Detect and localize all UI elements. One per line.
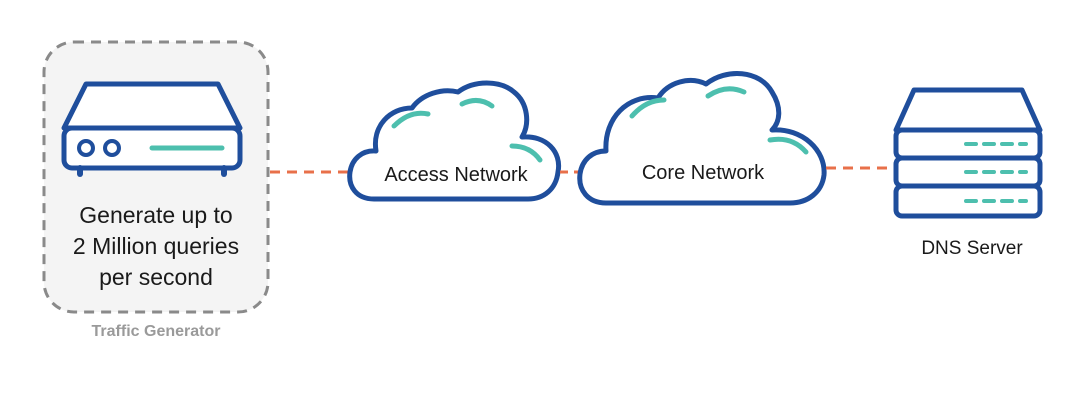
core-network-cloud-icon	[577, 71, 827, 206]
description-line: Generate up to	[79, 202, 233, 228]
access-network-label: Access Network	[384, 164, 528, 186]
traffic-generator-description: Generate up to 2 Million queries per sec…	[44, 200, 268, 293]
description-line: per second	[99, 264, 213, 290]
router-icon	[61, 81, 243, 177]
description-line: 2 Million queries	[72, 233, 240, 259]
access-network-cloud-icon	[347, 80, 562, 202]
traffic-generator-caption: Traffic Generator	[91, 323, 221, 340]
core-network-label: Core Network	[641, 162, 765, 184]
dns-server-label: DNS Server	[921, 238, 1023, 259]
server-icon	[893, 87, 1043, 219]
